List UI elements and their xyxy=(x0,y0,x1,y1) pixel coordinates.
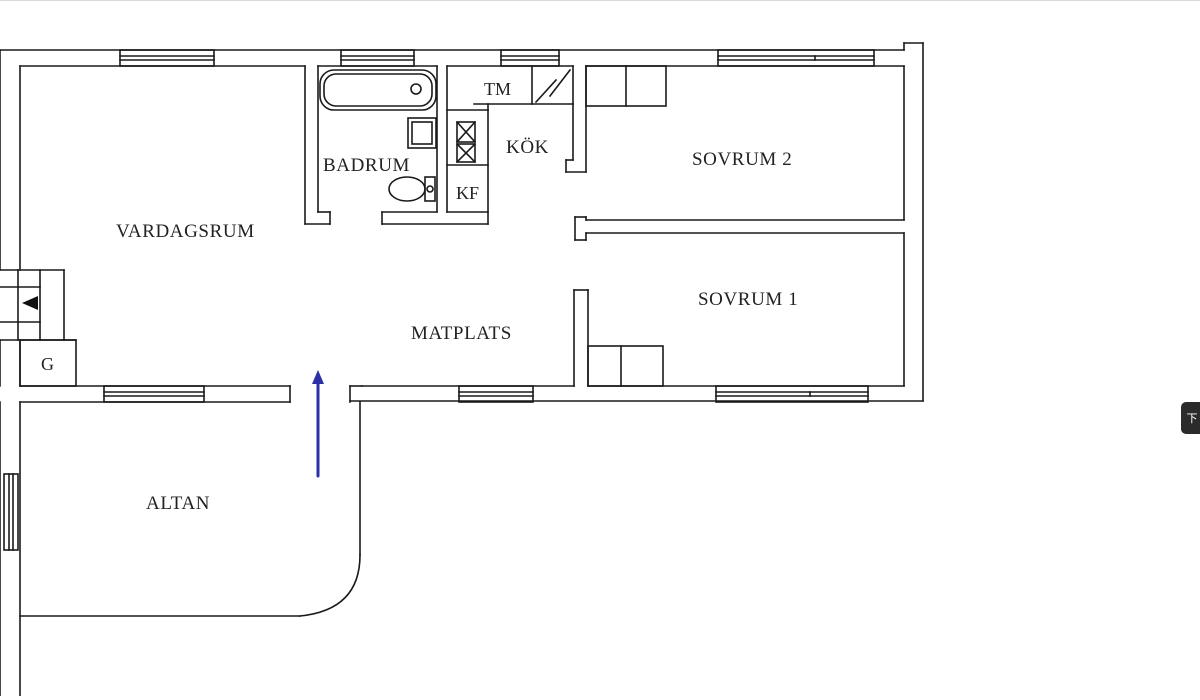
altan-outline xyxy=(0,401,361,697)
top-border xyxy=(0,0,1200,1)
label-kf: KF xyxy=(456,183,479,203)
bathroom-walls xyxy=(304,65,489,225)
label-kok: KÖK xyxy=(506,137,549,158)
kitchen-fixtures xyxy=(446,65,574,225)
label-matplats: MATPLATS xyxy=(411,323,512,344)
label-sovrum-1: SOVRUM 1 xyxy=(698,289,798,310)
label-badrum: BADRUM xyxy=(323,155,410,176)
interior-walls xyxy=(565,65,905,387)
entry-arrow-icon xyxy=(312,370,324,478)
label-altan: ALTAN xyxy=(146,493,210,514)
windows xyxy=(3,49,875,551)
g-storage xyxy=(0,339,77,387)
scroll-down-icon: 下 xyxy=(1186,412,1198,425)
scroll-down-tab[interactable]: 下 xyxy=(1181,402,1200,434)
stair-arrow-icon xyxy=(22,296,38,310)
label-sovrum-2: SOVRUM 2 xyxy=(692,149,792,170)
stairs xyxy=(0,269,77,341)
label-vardagsrum: VARDAGSRUM xyxy=(116,221,255,242)
label-g: G xyxy=(41,354,54,374)
label-tm: TM xyxy=(484,79,511,99)
